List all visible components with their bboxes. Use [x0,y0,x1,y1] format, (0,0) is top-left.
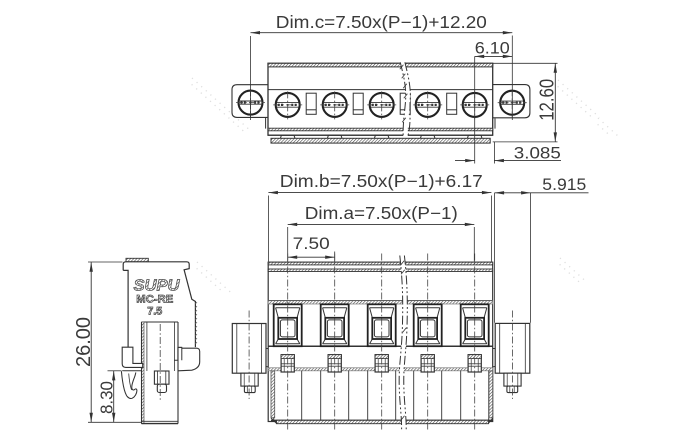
svg-text:5.915: 5.915 [542,175,586,194]
svg-text:Dim.c=7.50x(P−1)+12.20: Dim.c=7.50x(P−1)+12.20 [276,12,487,32]
svg-text:6.10: 6.10 [475,39,510,58]
svg-text:3.085: 3.085 [514,143,561,162]
svg-text:MC-RE: MC-RE [136,294,173,306]
svg-text:Dim.a=7.50x(P−1): Dim.a=7.50x(P−1) [305,203,458,223]
svg-text:SUPU: SUPU [134,278,181,295]
svg-text:26.00: 26.00 [73,317,95,367]
svg-text:7.50: 7.50 [293,234,330,253]
svg-text:8.30: 8.30 [97,381,117,414]
svg-text:Dim.b=7.50x(P−1)+6.17: Dim.b=7.50x(P−1)+6.17 [280,171,483,191]
svg-text:12.60: 12.60 [537,79,559,121]
svg-text:7.5: 7.5 [147,305,162,317]
